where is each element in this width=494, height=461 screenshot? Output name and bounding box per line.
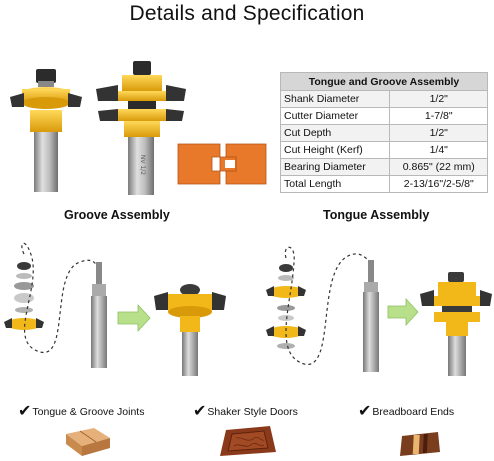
tongue-assembly-diagram bbox=[266, 246, 492, 376]
spec-row-shank-diameter: Shank Diameter 1/2" bbox=[279, 90, 488, 108]
feature-label: Breadboard Ends bbox=[372, 406, 455, 418]
spec-table-header-row: Tongue and Groove Assembly bbox=[280, 72, 488, 91]
feature-shaker-style-doors: ✔ Shaker Style Doors bbox=[193, 404, 298, 420]
tongue-groove-joint-diagram bbox=[177, 143, 267, 185]
spec-value: 2-13/16"/2-5/8" bbox=[389, 175, 488, 193]
groove-assembly-label: Groove Assembly bbox=[64, 208, 170, 222]
spec-value: 0.865" (22 mm) bbox=[389, 158, 488, 176]
shaker-door-sample-image bbox=[220, 426, 276, 456]
spec-value: 1-7/8" bbox=[389, 107, 488, 125]
spec-label: Total Length bbox=[279, 175, 391, 193]
spec-row-total-length: Total Length 2-13/16"/2-5/8" bbox=[279, 175, 488, 193]
svg-text:NV 1/2: NV 1/2 bbox=[139, 155, 146, 175]
spec-value: 1/4" bbox=[389, 141, 488, 159]
feature-label: Shaker Style Doors bbox=[207, 406, 298, 418]
spec-table-heading: Tongue and Groove Assembly bbox=[280, 72, 488, 91]
spec-value: 1/2" bbox=[389, 124, 488, 142]
spec-label: Cutter Diameter bbox=[279, 107, 391, 125]
spec-label: Cut Depth bbox=[279, 124, 391, 142]
feature-tongue-groove-joints: ✔ Tongue & Groove Joints bbox=[18, 404, 144, 420]
spec-row-cut-height: Cut Height (Kerf) 1/4" bbox=[279, 141, 488, 159]
router-bit-pair-image: NV 1/2 bbox=[10, 61, 186, 195]
spec-label: Cut Height (Kerf) bbox=[279, 141, 391, 159]
breadboard-end-sample-image bbox=[400, 432, 440, 456]
feature-breadboard-ends: ✔ Breadboard Ends bbox=[358, 404, 454, 420]
spec-label: Bearing Diameter bbox=[279, 158, 391, 176]
spec-row-bearing-diameter: Bearing Diameter 0.865" (22 mm) bbox=[279, 158, 488, 176]
checkmark-icon: ✔ bbox=[193, 403, 207, 420]
tongue-assembly-label: Tongue Assembly bbox=[323, 208, 430, 222]
spec-label: Shank Diameter bbox=[279, 90, 391, 108]
tongue-groove-wood-sample-image bbox=[66, 428, 110, 456]
spec-table: Tongue and Groove Assembly Shank Diamete… bbox=[279, 72, 488, 193]
checkmark-icon: ✔ bbox=[18, 403, 32, 420]
groove-assembly-diagram bbox=[4, 242, 226, 376]
feature-label: Tongue & Groove Joints bbox=[32, 406, 145, 418]
spec-value: 1/2" bbox=[389, 90, 488, 108]
spec-row-cut-depth: Cut Depth 1/2" bbox=[279, 124, 488, 142]
checkmark-icon: ✔ bbox=[358, 403, 372, 420]
page-title: Details and Specification bbox=[129, 2, 365, 25]
spec-row-cutter-diameter: Cutter Diameter 1-7/8" bbox=[279, 107, 488, 125]
